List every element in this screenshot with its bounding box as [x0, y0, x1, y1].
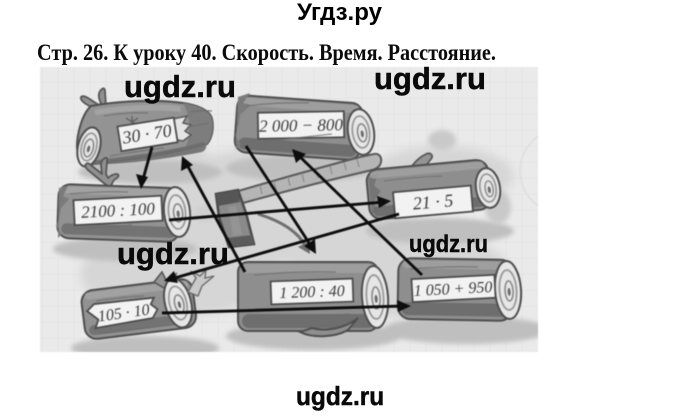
svg-text:1 200 : 40: 1 200 : 40	[279, 283, 345, 302]
svg-text:2100 : 100: 2100 : 100	[81, 199, 156, 222]
svg-text:2 000 − 800: 2 000 − 800	[259, 115, 344, 135]
svg-text:1 050 + 950: 1 050 + 950	[413, 279, 493, 300]
svg-text:21 · 5: 21 · 5	[412, 190, 454, 213]
